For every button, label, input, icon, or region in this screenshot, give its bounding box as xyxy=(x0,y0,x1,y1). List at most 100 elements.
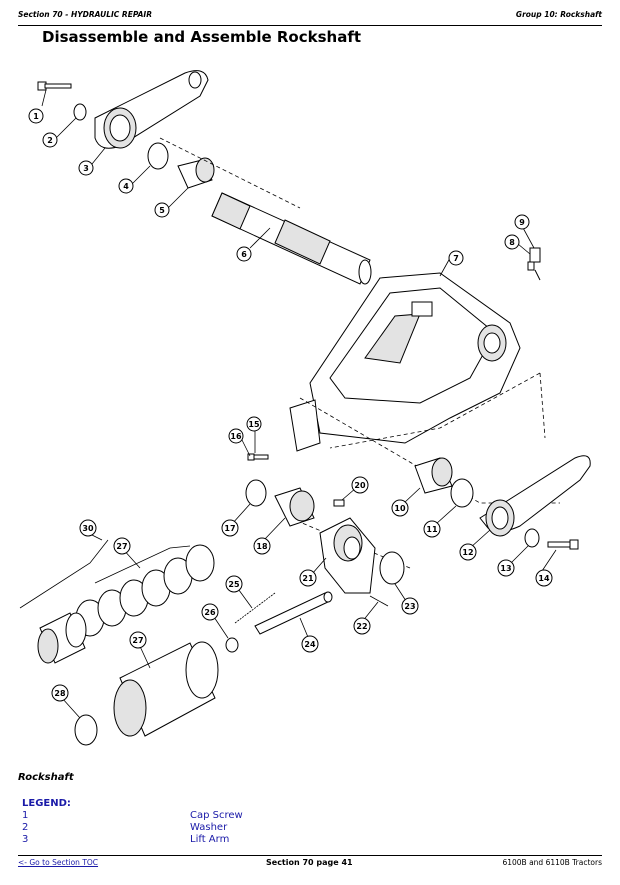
footer-rule xyxy=(18,855,602,856)
tractor-models: 6100B and 6110B Tractors xyxy=(502,858,602,867)
svg-text:22: 22 xyxy=(356,622,367,631)
washer-part xyxy=(73,103,87,121)
cam-arm-part xyxy=(319,517,376,594)
svg-text:12: 12 xyxy=(462,548,473,557)
callout-1: 1 xyxy=(28,108,44,124)
rockshaft-housing-part xyxy=(289,272,521,452)
assembly-guide-line xyxy=(329,372,541,449)
cam-part xyxy=(274,487,315,527)
section-toc-link[interactable]: <- Go to Section TOC xyxy=(18,858,99,867)
seal-ring-part xyxy=(147,142,169,170)
assembly-guide-line xyxy=(159,137,301,209)
callout-20: 20 xyxy=(351,476,369,494)
legend-number: 1 xyxy=(22,810,29,821)
callout-13: 13 xyxy=(497,559,515,577)
svg-text:9: 9 xyxy=(519,218,525,227)
rod-part xyxy=(254,591,333,635)
callout-5: 5 xyxy=(154,202,170,218)
callout-24: 24 xyxy=(301,635,319,653)
callout-10: 10 xyxy=(391,499,409,517)
page-number: Section 70 page 41 xyxy=(266,858,353,867)
group-bracket xyxy=(94,545,191,584)
svg-text:20: 20 xyxy=(354,481,366,490)
svg-text:13: 13 xyxy=(500,564,511,573)
seal-ring-part xyxy=(450,478,474,508)
lift-arm-part xyxy=(94,70,209,149)
svg-text:23: 23 xyxy=(404,602,415,611)
o-ring-part xyxy=(74,714,98,746)
callout-27-cylinder: 27 xyxy=(129,631,147,649)
svg-text:24: 24 xyxy=(304,640,316,649)
legend-row: 1 Cap Screw xyxy=(22,810,322,822)
spring-part xyxy=(234,592,276,624)
page-header: Section 70 - HYDRAULIC REPAIR Group 10: … xyxy=(18,10,602,24)
washer-part xyxy=(524,528,540,548)
seal-ring-part xyxy=(245,479,267,507)
callout-17: 17 xyxy=(221,519,239,537)
svg-text:21: 21 xyxy=(302,574,314,583)
svg-text:28: 28 xyxy=(54,689,66,698)
piston-rings-part xyxy=(75,544,215,637)
svg-text:8: 8 xyxy=(509,238,515,247)
svg-text:5: 5 xyxy=(159,206,165,215)
svg-text:30: 30 xyxy=(82,524,94,533)
legend-number: 2 xyxy=(22,822,29,833)
callout-16: 16 xyxy=(228,428,244,444)
page-title: Disassemble and Assemble Rockshaft xyxy=(42,28,362,46)
callout-21: 21 xyxy=(299,569,317,587)
legend-description: Washer xyxy=(190,822,228,833)
callout-3: 3 xyxy=(78,160,94,176)
cap-screw-part xyxy=(37,81,72,91)
header-rule xyxy=(18,25,602,26)
callout-2: 2 xyxy=(42,132,58,148)
legend-row: 3 Lift Arm xyxy=(22,834,322,846)
pin-part xyxy=(369,595,389,607)
svg-text:17: 17 xyxy=(224,524,235,533)
group-title: Group 10: Rockshaft xyxy=(515,10,602,19)
svg-text:14: 14 xyxy=(538,574,550,583)
legend-description: Lift Arm xyxy=(190,834,230,845)
callout-22: 22 xyxy=(353,617,371,635)
svg-text:7: 7 xyxy=(453,254,459,263)
callout-27-rings: 27 xyxy=(113,537,131,555)
cap-screw-part xyxy=(547,539,579,550)
callout-15: 15 xyxy=(246,416,262,432)
set-screw-part xyxy=(333,499,345,507)
cylinder-part xyxy=(113,641,219,737)
svg-text:18: 18 xyxy=(256,542,268,551)
rockshaft-exploded-diagram: 1 2 3 4 5 6 7 8 9 10 11 12 13 14 15 16 1… xyxy=(19,70,591,746)
legend-description: Cap Screw xyxy=(190,810,243,821)
svg-text:4: 4 xyxy=(123,182,129,191)
legend-title: LEGEND: xyxy=(22,798,71,809)
callout-8: 8 xyxy=(504,234,520,250)
callout-7: 7 xyxy=(448,250,464,266)
group-bracket xyxy=(19,539,109,609)
callout-6: 6 xyxy=(236,246,252,262)
cap-part xyxy=(225,637,239,653)
legend-row: 2 Washer xyxy=(22,822,322,834)
seal-ring-part xyxy=(379,551,405,585)
svg-text:3: 3 xyxy=(83,164,89,173)
rockshaft-part xyxy=(211,192,372,285)
figure-caption: Rockshaft xyxy=(18,772,74,783)
callout-14: 14 xyxy=(535,569,553,587)
lift-arm-part xyxy=(479,455,591,537)
assembly-guide-line xyxy=(539,372,546,439)
callout-9: 9 xyxy=(514,214,530,230)
svg-text:6: 6 xyxy=(241,250,247,259)
callout-4: 4 xyxy=(118,178,134,194)
svg-text:11: 11 xyxy=(426,525,438,534)
svg-text:10: 10 xyxy=(394,504,406,513)
cap-screw-part xyxy=(247,453,269,461)
callout-23: 23 xyxy=(401,597,419,615)
svg-text:25: 25 xyxy=(228,580,240,589)
piston-part xyxy=(37,612,87,664)
callout-12: 12 xyxy=(459,543,477,561)
legend-list: 1 Cap Screw 2 Washer 3 Lift Arm xyxy=(22,810,322,846)
callout-11: 11 xyxy=(423,520,441,538)
callout-25: 25 xyxy=(225,575,243,593)
legend-number: 3 xyxy=(22,834,29,845)
bushing-part xyxy=(177,157,215,189)
svg-text:15: 15 xyxy=(248,420,260,429)
callout-26: 26 xyxy=(201,603,219,621)
